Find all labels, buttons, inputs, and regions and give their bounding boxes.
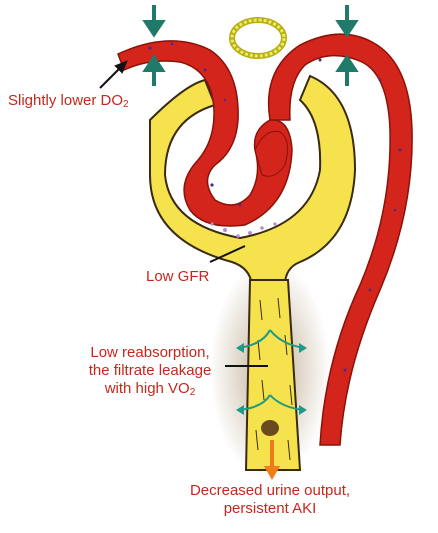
tubular-cast (261, 420, 279, 436)
reabsorption-label: Low reabsorption, the filtrate leakage w… (80, 344, 220, 402)
reabsorption-line-3: with high VO2 (80, 380, 220, 402)
macula-densa-ring-icon (232, 20, 284, 56)
gfr-label: Low GFR (146, 268, 209, 286)
reabsorption-line-2: the filtrate leakage (80, 362, 220, 380)
output-label: Decreased urine output, persistent AKI (160, 482, 380, 518)
bowmans-capsule (150, 76, 355, 285)
output-line-1: Decreased urine output, (160, 482, 380, 500)
reabsorption-line-1: Low reabsorption, (80, 344, 220, 362)
do2-label: Slightly lower DO2 (8, 92, 129, 114)
output-line-2: persistent AKI (160, 500, 380, 518)
